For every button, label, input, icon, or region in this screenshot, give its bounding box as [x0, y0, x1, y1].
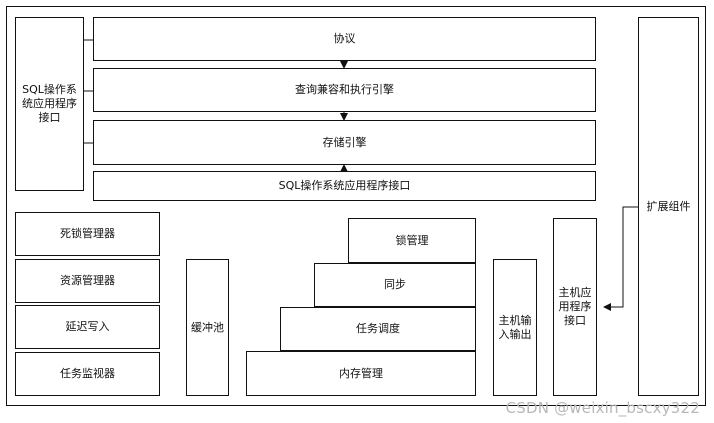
- watermark: CSDN @weixin_bscxy322: [505, 399, 700, 417]
- task-monitor-box: 任务监视器: [15, 352, 160, 396]
- lock-manager-box: 锁管理: [348, 218, 476, 263]
- resource-manager-label: 资源管理器: [60, 274, 115, 287]
- arrow-extension-to-host-api: [603, 206, 638, 311]
- host-api-box: 主机应用程序接口: [553, 218, 597, 396]
- protocol-label: 协议: [333, 32, 356, 45]
- storage-engine-label: 存储引擎: [322, 135, 367, 149]
- resource-manager-box: 资源管理器: [15, 259, 160, 303]
- scheduling-label: 任务调度: [356, 322, 400, 335]
- buffer-pool-label: 缓冲池: [191, 320, 224, 334]
- query-engine-box: 查询兼容和执行引擎: [93, 68, 596, 112]
- sync-box: 同步: [314, 263, 476, 307]
- host-io-box: 主机输入输出: [493, 259, 537, 396]
- deadlock-manager-label: 死锁管理器: [60, 227, 115, 240]
- extension-label: 扩展组件: [646, 199, 691, 213]
- outer-frame: [6, 6, 706, 406]
- query-engine-label: 查询兼容和执行引擎: [295, 83, 394, 96]
- memory-manager-box: 内存管理: [246, 351, 476, 396]
- host-io-label: 主机输入输出: [498, 313, 532, 341]
- lock-manager-label: 锁管理: [395, 233, 429, 247]
- extension-box: 扩展组件: [638, 17, 699, 396]
- sync-label: 同步: [384, 278, 406, 291]
- lazy-writer-label: 延迟写入: [65, 320, 110, 333]
- buffer-pool-box: 缓冲池: [186, 259, 229, 396]
- scheduling-box: 任务调度: [280, 307, 476, 351]
- task-monitor-label: 任务监视器: [60, 367, 115, 380]
- memory-manager-label: 内存管理: [339, 366, 383, 380]
- sql-interface-left-box: SQL操作系统应用程序接口: [15, 17, 84, 191]
- sql-interface-left-label: SQL操作系统应用程序接口: [22, 83, 77, 124]
- host-api-label: 主机应用程序接口: [558, 286, 592, 327]
- lazy-writer-box: 延迟写入: [15, 305, 160, 349]
- sql-interface-bottom-label: SQL操作系统应用程序接口: [278, 179, 411, 192]
- protocol-box: 协议: [93, 17, 596, 61]
- deadlock-manager-box: 死锁管理器: [15, 212, 160, 256]
- storage-engine-box: 存储引擎: [93, 120, 596, 165]
- sql-interface-bottom-box: SQL操作系统应用程序接口: [93, 171, 596, 201]
